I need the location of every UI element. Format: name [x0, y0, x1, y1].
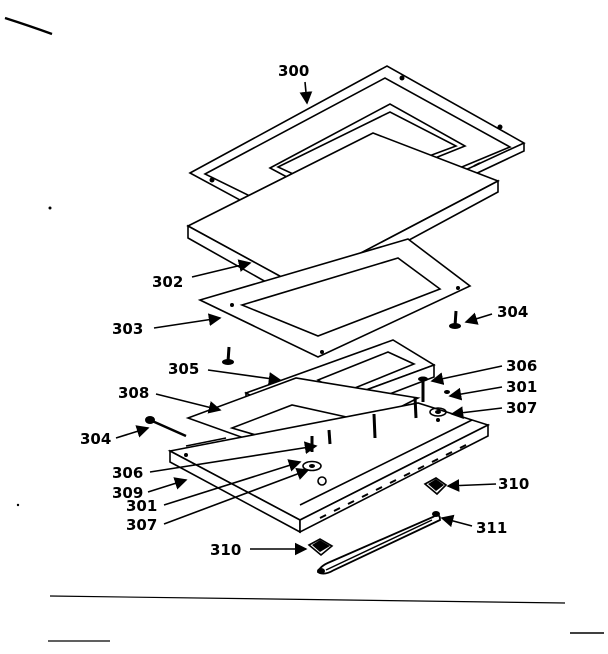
label-306-left: 306: [112, 464, 143, 482]
label-309: 309: [112, 484, 143, 502]
screw-right-part: [449, 310, 461, 329]
scan-mark-top-left: [4, 16, 53, 36]
scan-line-bottom: [49, 595, 566, 604]
screw-left-part: [145, 416, 187, 438]
leader-lines: [115, 81, 503, 556]
label-306-right: 306: [506, 357, 537, 375]
label-304-right: 304: [497, 303, 528, 321]
label-311: 311: [476, 519, 507, 537]
handle-part: [316, 511, 441, 575]
label-307-right: 307: [506, 399, 537, 417]
screw-left-upper-part: [222, 346, 234, 365]
door-liner-part: [167, 402, 491, 534]
label-301-right: 301: [506, 378, 537, 396]
label-305: 305: [168, 360, 199, 378]
scan-dot-left-2: [16, 503, 20, 507]
label-302: 302: [152, 273, 183, 291]
label-308: 308: [118, 384, 149, 402]
label-310-right: 310: [498, 475, 529, 493]
label-300: 300: [278, 62, 309, 80]
label-307-left: 307: [126, 516, 157, 534]
handle-cap-left-part: [307, 538, 334, 557]
glass-panel-part: [197, 238, 472, 358]
label-301-left: 301: [126, 497, 157, 515]
scan-dot-left: [48, 206, 52, 210]
label-310-left: 310: [210, 541, 241, 559]
label-304-left: 304: [80, 430, 111, 448]
label-303: 303: [112, 320, 143, 338]
handle-cap-right-part: [423, 477, 448, 496]
hardware-left-stack: [302, 460, 322, 472]
